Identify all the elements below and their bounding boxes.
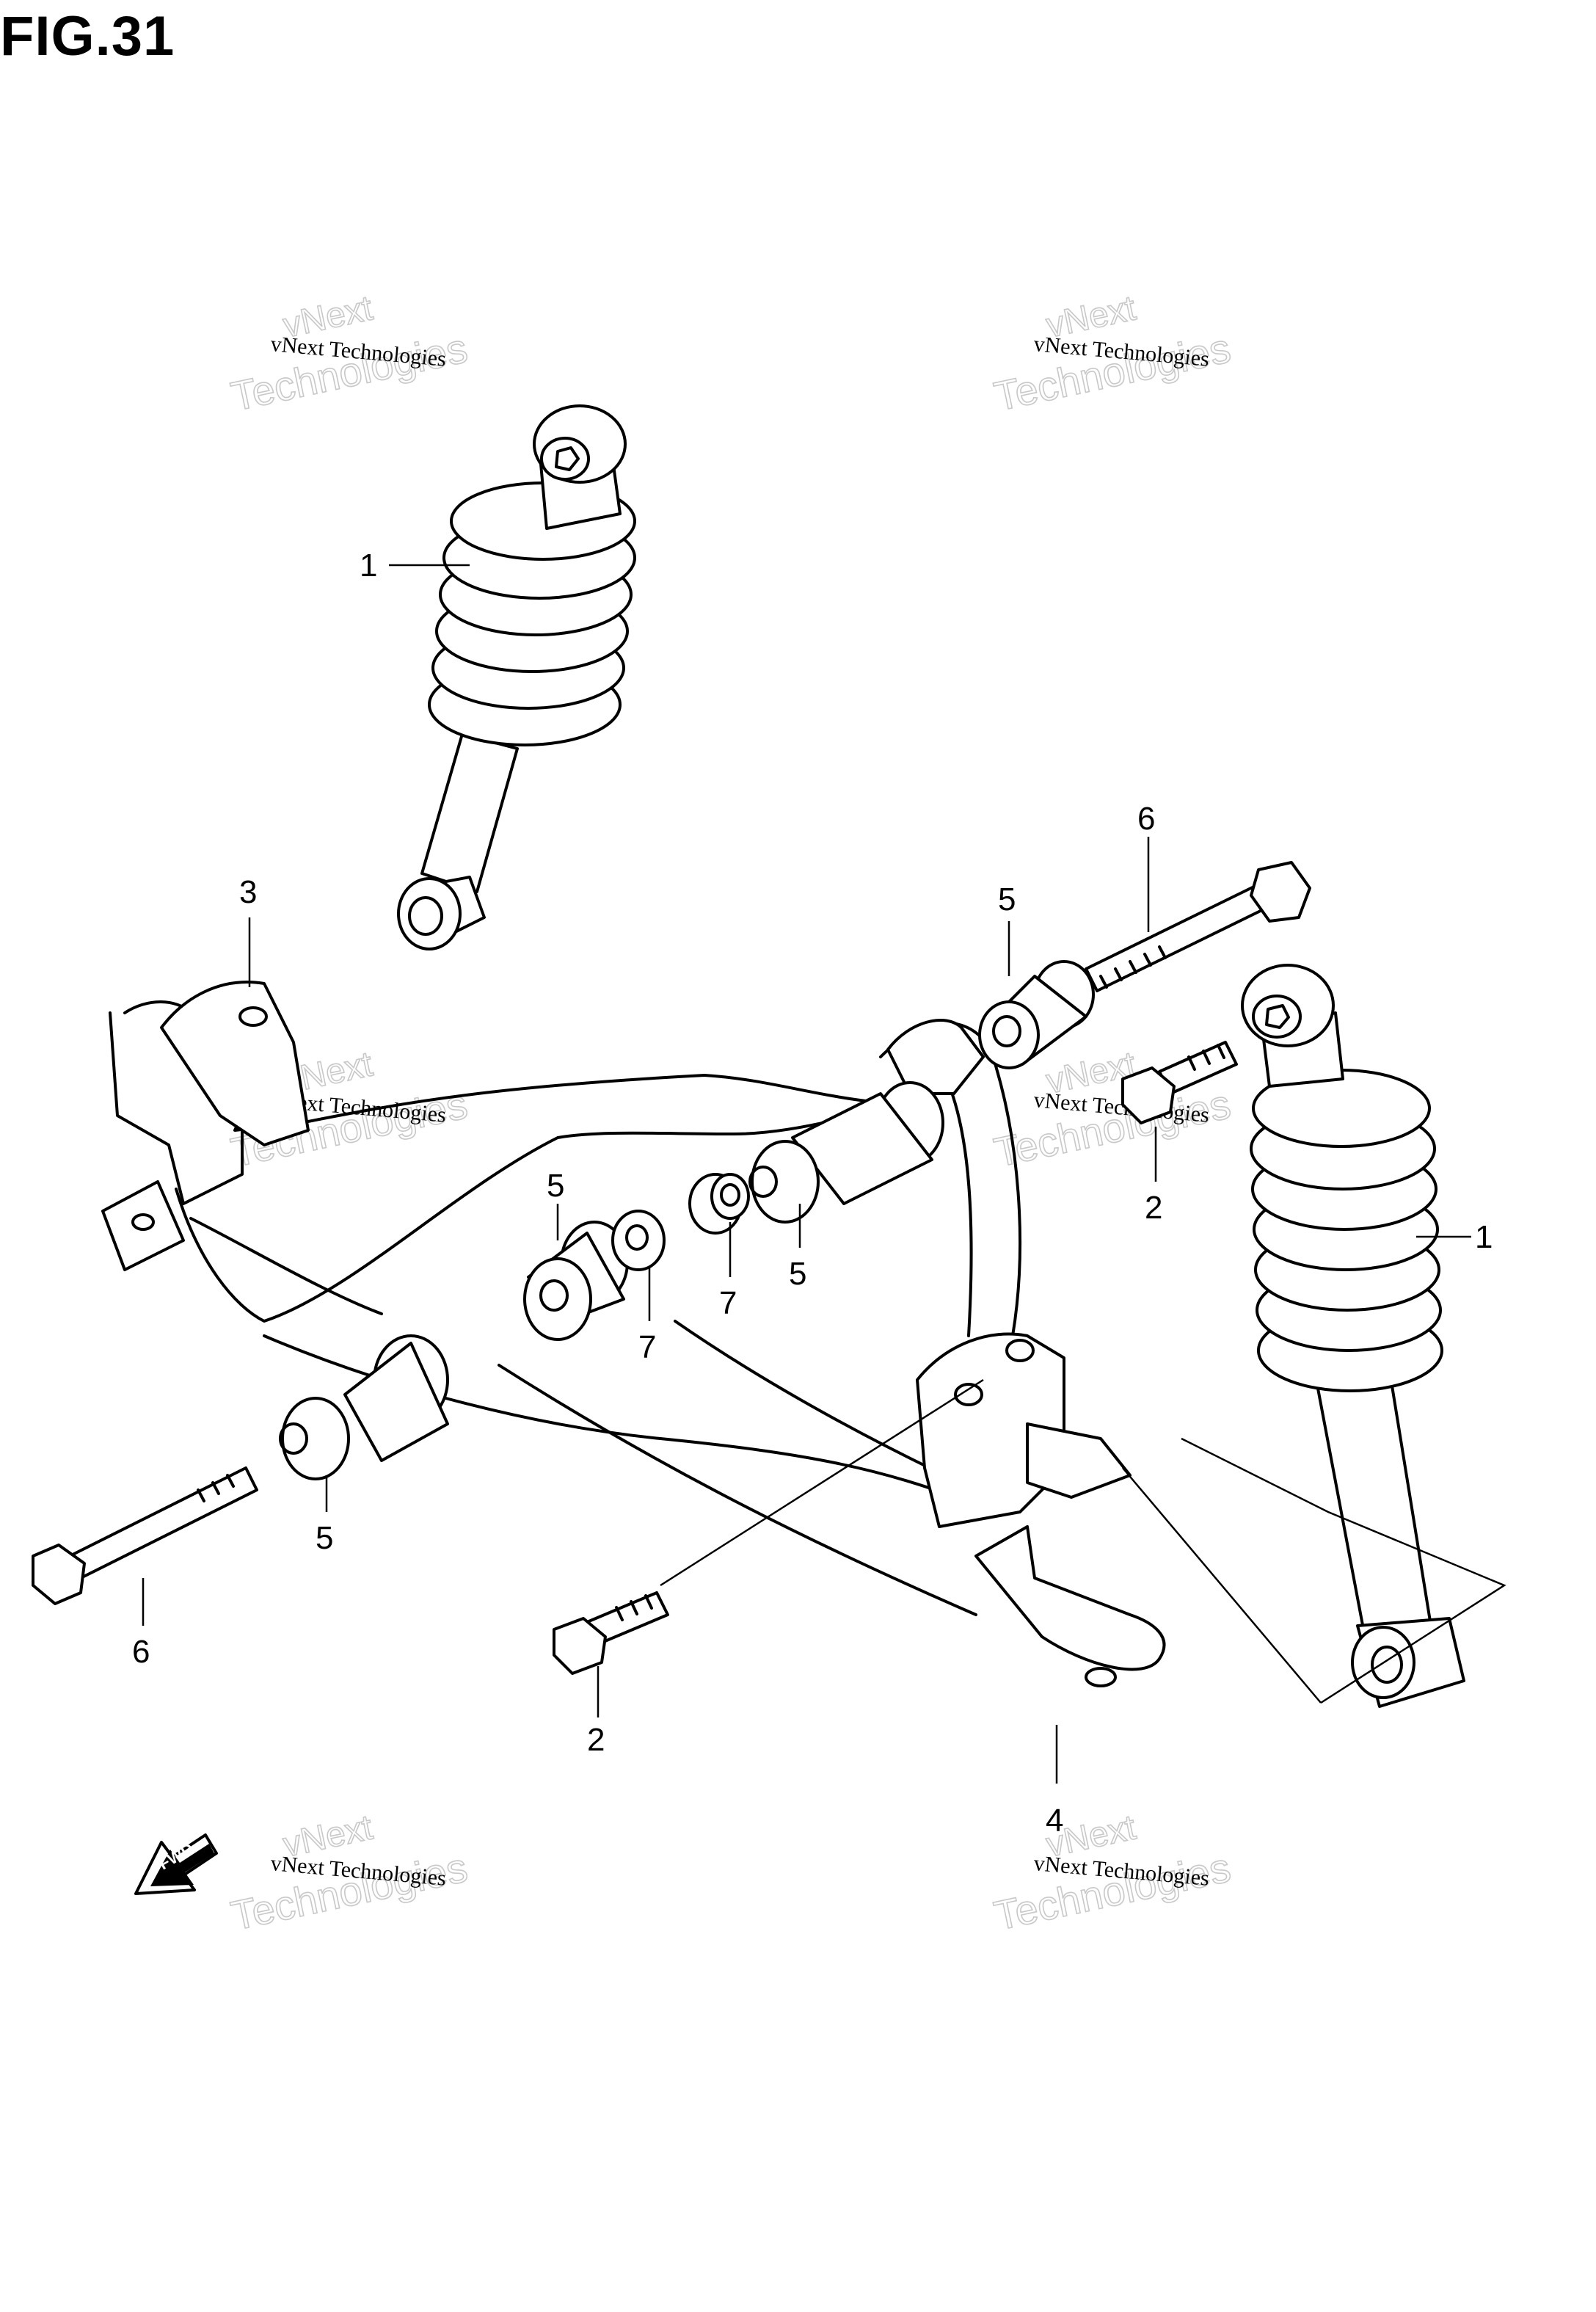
bolt-short-lower xyxy=(553,1591,669,1675)
callout-3: 3 xyxy=(239,874,257,987)
callout-5-lower-left: 5 xyxy=(316,1475,333,1556)
watermark-bottom-right: vNext Technologies vNext Technologies xyxy=(990,1808,1235,1940)
svg-text:1: 1 xyxy=(360,548,377,584)
washer-left xyxy=(611,1210,666,1271)
callout-1-left: 1 xyxy=(360,548,470,584)
svg-text:3: 3 xyxy=(239,874,257,910)
svg-text:5: 5 xyxy=(789,1256,806,1292)
upper-suspension-arm xyxy=(101,981,1021,1337)
bushing-lower-left xyxy=(279,1334,449,1480)
washer-right xyxy=(688,1173,750,1235)
callout-2-right: 2 xyxy=(1145,1127,1162,1226)
callout-5-center-left: 5 xyxy=(547,1168,564,1240)
svg-text:1: 1 xyxy=(1475,1219,1493,1255)
callout-5-center: 5 xyxy=(789,1204,806,1292)
svg-text:2: 2 xyxy=(587,1722,605,1758)
bolt-short-right xyxy=(1121,1041,1238,1124)
shock-absorber-upper-left xyxy=(397,404,636,950)
watermark-bottom-left: vNext Technologies vNext Technologies xyxy=(227,1808,472,1940)
svg-text:4: 4 xyxy=(1046,1803,1063,1839)
svg-text:2: 2 xyxy=(1145,1190,1162,1226)
watermark-top-left: vNext Technologies vNext Technologies xyxy=(227,288,472,421)
figure-title: FIG.31 xyxy=(0,5,175,68)
bolt-long-lower-left xyxy=(32,1466,258,1605)
bolt-long-upper-right xyxy=(1085,861,1311,992)
shock-absorber-lower-right xyxy=(1241,964,1465,1708)
svg-text:5: 5 xyxy=(547,1168,564,1204)
bushing-center-left xyxy=(523,1221,629,1341)
svg-text:7: 7 xyxy=(638,1329,656,1365)
callout-6-lower-left: 6 xyxy=(132,1578,150,1670)
lower-suspension-arm xyxy=(263,1320,1166,1687)
callout-5-upper-right: 5 xyxy=(998,881,1016,976)
svg-text:6: 6 xyxy=(132,1634,150,1670)
callout-4: 4 xyxy=(1046,1725,1063,1839)
svg-text:5: 5 xyxy=(316,1520,333,1556)
callout-1-right: 1 xyxy=(1416,1219,1493,1255)
bushing-center-pair xyxy=(748,1081,944,1224)
svg-text:7: 7 xyxy=(719,1285,737,1321)
svg-text:5: 5 xyxy=(998,881,1016,917)
callout-6-upper-right: 6 xyxy=(1137,801,1155,932)
callout-2-lower: 2 xyxy=(587,1666,605,1758)
projection-lines xyxy=(660,1378,1506,1704)
watermark-top-right: vNext Technologies vNext Technologies xyxy=(990,288,1235,421)
forward-direction-arrow: FWD xyxy=(134,1833,218,1895)
callout-7-left: 7 xyxy=(638,1266,656,1365)
callout-7-right: 7 xyxy=(719,1222,737,1321)
svg-text:6: 6 xyxy=(1137,801,1155,837)
bushing-upper-right xyxy=(978,960,1095,1069)
